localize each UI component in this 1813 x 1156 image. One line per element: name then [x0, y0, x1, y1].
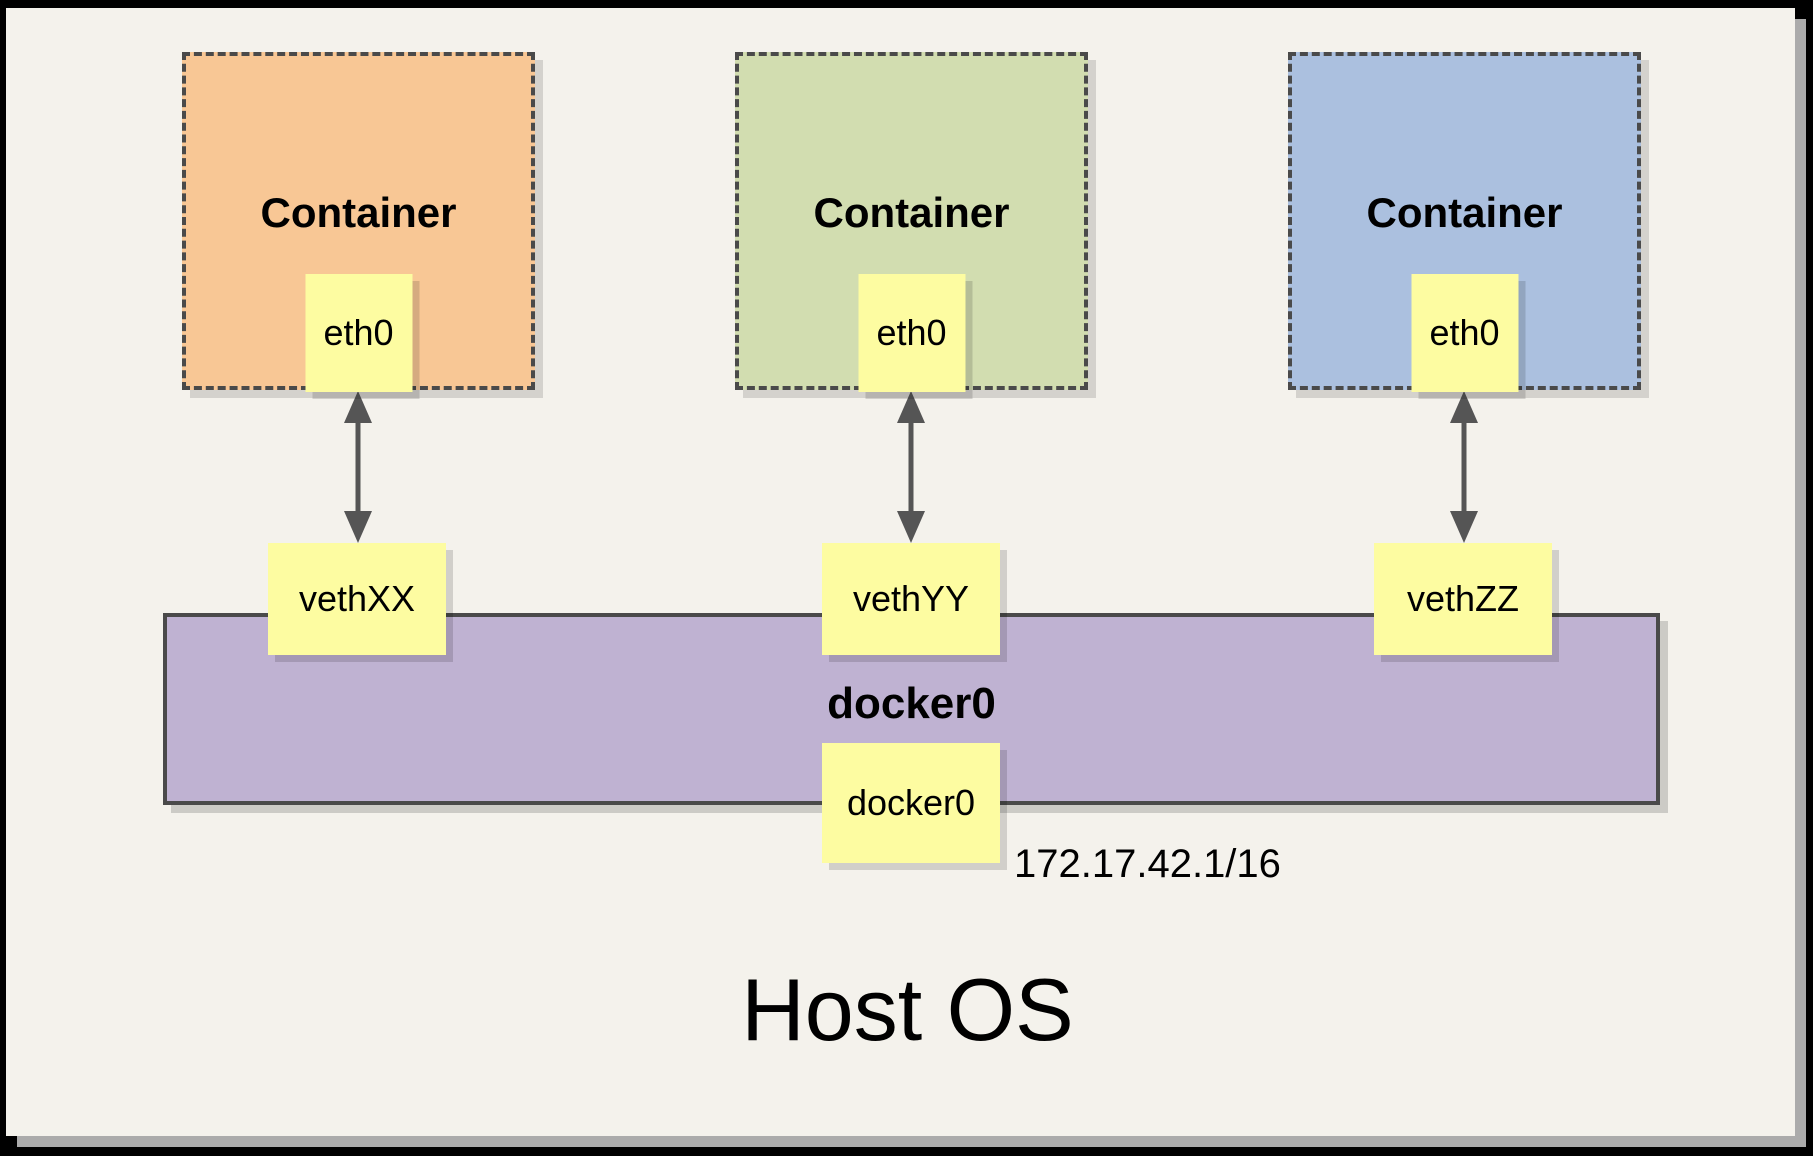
container-label-3: Container	[1366, 189, 1563, 236]
eth0-interface-box-1: eth0	[305, 274, 412, 392]
container-label-1: Container	[260, 189, 457, 236]
veth-box-3: vethZZ	[1374, 543, 1552, 655]
container-box-3: Container eth0	[1288, 52, 1641, 392]
host-os-label: Host OS	[741, 960, 1074, 1059]
container-box-2: Container eth0	[735, 52, 1088, 392]
double-arrow-icon-2	[897, 391, 925, 543]
double-arrow-icon-1	[344, 391, 372, 543]
eth0-interface-box-3: eth0	[1411, 274, 1518, 392]
docker0-bridge-label: docker0	[827, 679, 996, 728]
eth0-interface-box-2: eth0	[858, 274, 965, 392]
bridge-ip-address: 172.17.42.1/16	[1014, 842, 1281, 886]
double-arrow-icon-3	[1450, 391, 1478, 543]
veth-box-2: vethYY	[822, 543, 1000, 655]
container-box-1: Container eth0	[182, 52, 535, 392]
docker0-interface-box: docker0	[822, 743, 1000, 863]
host-os-panel: Container eth0 Container eth0 Container …	[6, 8, 1795, 1136]
veth-box-1: vethXX	[268, 543, 446, 655]
container-label-2: Container	[813, 189, 1010, 236]
